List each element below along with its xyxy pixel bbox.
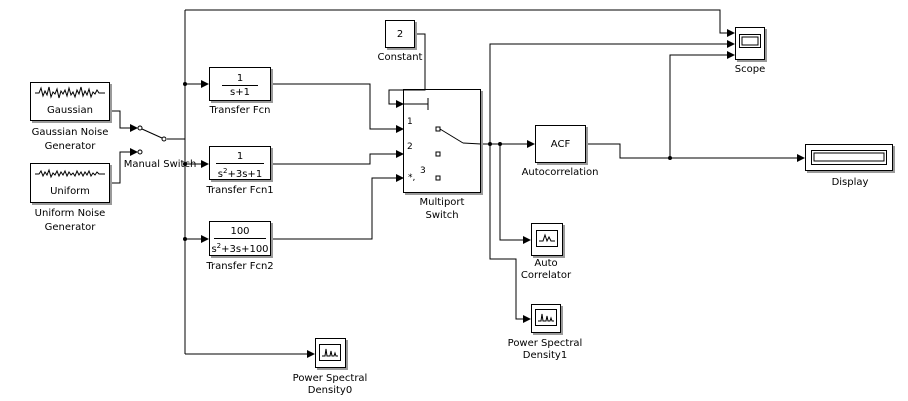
noise-waveform-icon — [35, 86, 105, 99]
autocorrelation-label: Autocorrelation — [521, 167, 599, 178]
transfer-fcn1-label: Transfer Fcn1 — [206, 185, 274, 196]
tf1-numerator: 1 — [236, 73, 244, 84]
tf2-numerator: 1 — [236, 151, 244, 162]
gaussian-noise-block[interactable]: Gaussian — [30, 82, 110, 121]
multiport-port-2: 2 — [407, 142, 413, 152]
wire-mps-to-psd1 — [489, 144, 531, 323]
scope-label: Scope — [734, 64, 766, 75]
spectrum-plot-icon — [319, 344, 341, 361]
constant-value: 2 — [396, 29, 404, 40]
tf1-denominator: s+1 — [230, 87, 250, 98]
constant-block[interactable]: 2 — [385, 20, 415, 48]
acf-block-text: ACF — [550, 139, 571, 150]
tf1-fraction-bar — [222, 85, 258, 86]
wire-acf-to-display — [586, 143, 805, 162]
psd0-label-line1: Power Spectral — [292, 373, 368, 384]
tf2-fraction-bar — [216, 163, 264, 164]
manual-switch-icon — [137, 125, 167, 155]
gaussian-label-line2: Generator — [44, 141, 96, 152]
multiport-port-3: 3 — [420, 166, 426, 176]
auto-correlator-label-line2: Correlator — [520, 270, 572, 281]
transfer-fcn-label: Transfer Fcn — [209, 105, 271, 116]
auto-correlator-block[interactable] — [531, 223, 563, 256]
multiport-label-line1: Multiport — [419, 197, 465, 208]
display-block[interactable] — [805, 144, 893, 171]
psd1-label-line2: Density1 — [522, 350, 568, 361]
acf-block[interactable]: ACF — [535, 125, 586, 163]
uniform-label-line2: Generator — [44, 222, 96, 233]
psd1-label-line1: Power Spectral — [507, 338, 583, 349]
multiport-switch-block[interactable] — [403, 89, 481, 193]
psd1-block[interactable] — [531, 304, 561, 333]
scope-block[interactable] — [735, 27, 765, 60]
manual-switch-label[interactable]: Manual Switch — [123, 159, 197, 170]
multiport-switch-icon — [403, 98, 482, 181]
multiport-port-3-prefix: *, — [408, 173, 416, 183]
wire-gaussian-to-switch — [110, 110, 138, 132]
uniform-block-text: Uniform — [50, 186, 90, 197]
spectrum-plot-icon — [535, 309, 557, 326]
multiport-label-line2: Switch — [425, 210, 459, 221]
tf2-denominator: s2+3s+1 — [217, 167, 263, 180]
wire-mps-to-autocorr — [499, 144, 531, 244]
wire-mps-to-scope — [489, 40, 735, 144]
tf3-numerator: 100 — [230, 226, 250, 237]
constant-label: Constant — [377, 52, 423, 63]
correlator-plot-icon — [536, 230, 558, 247]
uniform-noise-block[interactable]: Uniform — [30, 163, 110, 203]
wire-acf-to-scope — [669, 51, 735, 158]
uniform-label-line1: Uniform Noise — [34, 208, 106, 219]
transfer-fcn2-label: Transfer Fcn2 — [206, 261, 274, 272]
wire-constant-to-mps — [388, 33, 426, 108]
tf3-denominator: s2+3s+100 — [211, 242, 269, 255]
transfer-fcn2-block[interactable]: 100 s2+3s+100 — [209, 221, 271, 256]
transfer-fcn-block[interactable]: 1 s+1 — [209, 67, 271, 101]
wire-uniform-to-switch — [110, 148, 138, 184]
wire-bus-to-scope — [185, 9, 735, 37]
gaussian-label-line1: Gaussian Noise — [31, 127, 109, 138]
auto-correlator-label-line1: Auto — [534, 258, 558, 269]
tf3-fraction-bar — [214, 238, 266, 239]
transfer-fcn1-block[interactable]: 1 s2+3s+1 — [209, 146, 271, 180]
wire-tf3-to-mps — [271, 174, 404, 240]
psd0-block[interactable] — [315, 338, 346, 368]
multiport-port-1: 1 — [407, 117, 413, 127]
wire-tf1-to-mps — [271, 83, 404, 133]
wire-tf2-to-mps — [271, 150, 404, 165]
gaussian-block-text: Gaussian — [47, 105, 93, 116]
psd0-label-line2: Density0 — [307, 385, 353, 396]
noise-waveform-icon — [35, 168, 105, 179]
scope-screen-icon — [739, 34, 761, 48]
display-readout-icon — [811, 150, 887, 165]
display-label: Display — [831, 177, 869, 188]
